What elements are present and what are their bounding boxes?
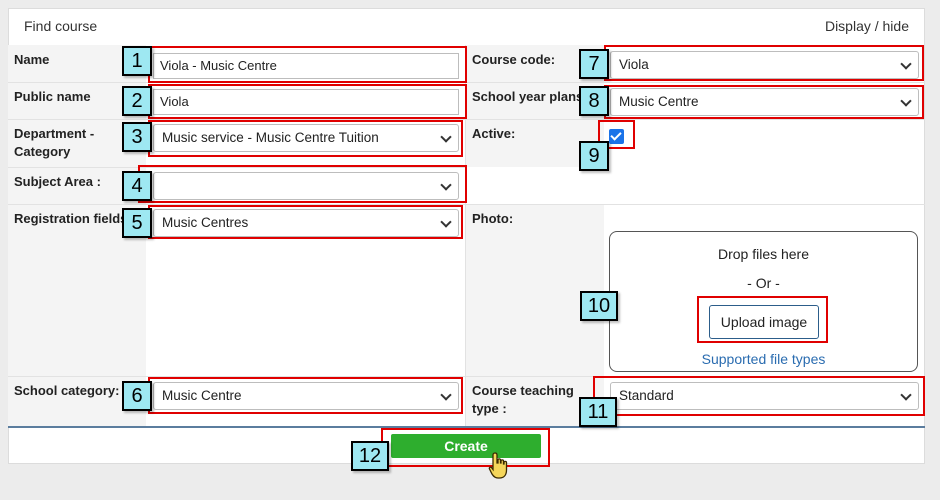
highlight-box-course-code [604, 45, 924, 81]
highlight-box-teaching-type [593, 376, 925, 416]
drop-files-text: Drop files here [717, 246, 810, 262]
step-badge-3: 3 [122, 122, 152, 152]
highlight-box-name [148, 46, 467, 83]
row-divider [8, 204, 925, 205]
step-badge-12: 12 [351, 441, 389, 471]
step-badge-11: 11 [579, 397, 617, 427]
display-hide-link[interactable]: Display / hide [824, 18, 909, 34]
step-badge-6: 6 [122, 381, 152, 411]
highlight-box-school-year-plan [604, 85, 924, 119]
photo-label: Photo: [466, 204, 604, 376]
row-divider [8, 119, 925, 120]
department-category-select[interactable]: Music service - Music Centre Tuition [153, 124, 459, 152]
highlight-box-create [381, 428, 550, 467]
highlight-box-upload [697, 296, 828, 343]
step-badge-9: 9 [579, 141, 609, 171]
registration-fields-select[interactable]: Music Centres [153, 209, 459, 237]
row-divider [8, 376, 925, 377]
step-badge-2: 2 [122, 86, 152, 116]
highlight-box-school-category [148, 377, 463, 414]
course-teaching-type-select[interactable]: Standard [610, 382, 919, 410]
active-checkbox[interactable] [609, 129, 624, 144]
step-badge-1: 1 [122, 46, 152, 76]
photo-dropzone[interactable]: Drop files here - Or - Supported file ty… [609, 231, 918, 372]
school-category-select[interactable]: Music Centre [153, 382, 459, 410]
registration-fields-value: Music Centres [162, 215, 249, 230]
column-divider [465, 45, 466, 426]
step-badge-8: 8 [579, 86, 609, 116]
step-badge-7: 7 [579, 49, 609, 79]
school-year-plan-value: Music Centre [619, 94, 699, 109]
course-code-value: Viola [619, 57, 649, 72]
hand-cursor-icon [488, 452, 508, 479]
department-category-value: Music service - Music Centre Tuition [162, 130, 379, 145]
highlight-box-active [598, 120, 635, 149]
form-footer-divider [8, 426, 925, 428]
highlight-box-department [148, 120, 463, 157]
public-name-input[interactable]: Viola [153, 89, 459, 115]
upload-image-button[interactable]: Upload image [709, 305, 819, 339]
find-course-title: Find course [24, 18, 98, 34]
highlight-box-registration [148, 205, 463, 239]
name-input[interactable]: Viola - Music Centre [153, 53, 459, 79]
course-teaching-type-value: Standard [619, 388, 674, 403]
or-text: - Or - [747, 275, 780, 291]
panel-header: Find course Display / hide [9, 9, 924, 45]
school-category-value: Music Centre [162, 388, 242, 403]
supported-file-types-link[interactable]: Supported file types [701, 351, 826, 367]
highlight-box-subject-area [138, 165, 467, 203]
step-badge-5: 5 [122, 208, 152, 238]
course-code-select[interactable]: Viola [610, 51, 919, 79]
subject-area-select[interactable] [153, 172, 459, 200]
highlight-box-public-name [148, 84, 467, 119]
step-badge-4: 4 [122, 171, 152, 201]
row-divider [8, 167, 466, 168]
step-badge-10: 10 [580, 291, 618, 321]
school-year-plan-select[interactable]: Music Centre [610, 88, 919, 116]
create-button[interactable]: Create [391, 434, 541, 458]
